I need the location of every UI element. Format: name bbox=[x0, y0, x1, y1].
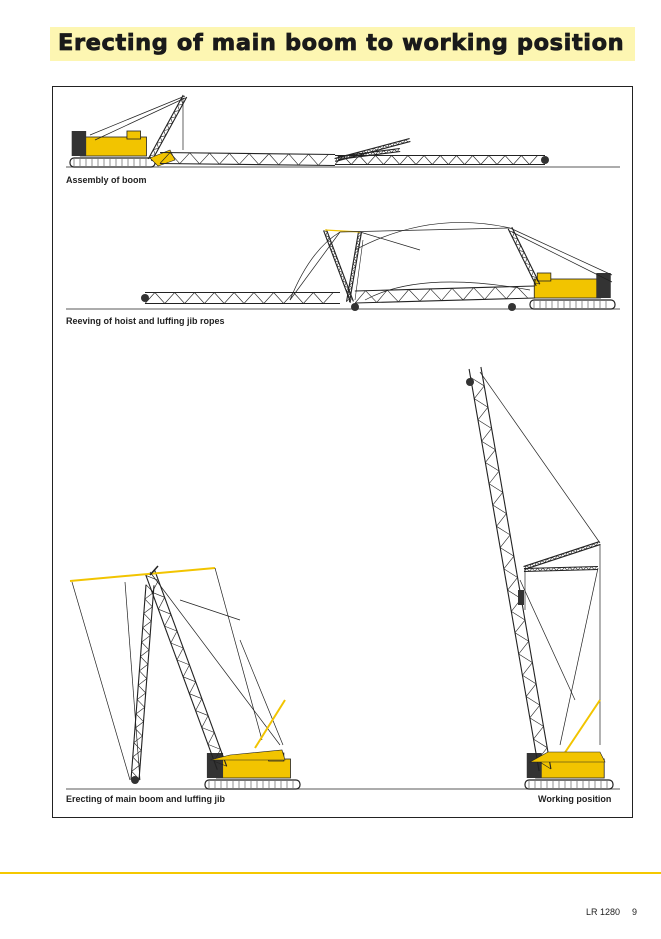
boom-section bbox=[144, 291, 340, 305]
counterweight bbox=[596, 273, 611, 298]
operator-cab bbox=[536, 272, 552, 282]
hook-block bbox=[131, 776, 139, 784]
counterweight bbox=[71, 131, 87, 156]
rope bbox=[94, 97, 186, 141]
rope bbox=[124, 581, 141, 781]
boom-section bbox=[354, 285, 536, 304]
mast bbox=[147, 94, 188, 162]
rope bbox=[179, 599, 241, 621]
a-frame bbox=[254, 699, 286, 749]
rope bbox=[71, 581, 131, 781]
upper-strut bbox=[523, 541, 601, 570]
crane-superstructure bbox=[79, 136, 147, 157]
page-title: Erecting of main boom to working positio… bbox=[58, 30, 625, 57]
rope bbox=[479, 371, 601, 544]
hook-block bbox=[351, 303, 359, 311]
mast bbox=[507, 226, 541, 287]
boom-section bbox=[159, 151, 336, 167]
jib-strut bbox=[337, 147, 401, 161]
caption-assembly: Assembly of boom bbox=[66, 175, 147, 185]
footer-rule bbox=[0, 872, 661, 874]
hook-block bbox=[508, 303, 516, 311]
boom-base bbox=[209, 749, 286, 761]
rope bbox=[214, 567, 263, 741]
rope bbox=[354, 239, 364, 301]
rope bbox=[509, 227, 613, 276]
crawler-track bbox=[524, 779, 614, 790]
illustration-frame bbox=[52, 86, 633, 818]
title-banner: Erecting of main boom to working positio… bbox=[50, 27, 635, 61]
hook-block bbox=[466, 378, 474, 386]
hook-block bbox=[541, 156, 549, 164]
rope bbox=[359, 231, 421, 251]
boom-section bbox=[334, 154, 545, 166]
page-number: 9 bbox=[632, 907, 638, 917]
caption-reeving: Reeving of hoist and luffing jib ropes bbox=[66, 316, 225, 326]
crawler-track bbox=[529, 299, 616, 310]
boom-base bbox=[528, 751, 606, 763]
rope bbox=[89, 95, 186, 136]
pulley bbox=[518, 590, 524, 605]
rope bbox=[149, 571, 281, 746]
jib-strut bbox=[69, 567, 216, 582]
operator-cab bbox=[126, 130, 141, 140]
hook-block bbox=[141, 294, 149, 302]
caption-working: Working position bbox=[538, 794, 612, 804]
rope bbox=[519, 579, 576, 701]
rope bbox=[339, 227, 511, 233]
a-frame bbox=[559, 699, 601, 761]
crawler-track bbox=[204, 779, 301, 790]
luffing-jib bbox=[130, 584, 155, 781]
main-boom bbox=[144, 570, 228, 770]
footer: LR 1280 9 bbox=[586, 907, 637, 917]
crawler-track bbox=[69, 157, 156, 168]
caption-erecting: Erecting of main boom and luffing jib bbox=[66, 794, 225, 804]
crane-superstructure bbox=[215, 758, 291, 779]
main-boom bbox=[468, 366, 552, 772]
counterweight bbox=[206, 753, 224, 778]
rope bbox=[559, 567, 599, 746]
rope bbox=[289, 231, 341, 301]
a-frame-strut bbox=[345, 231, 363, 303]
lower-strut bbox=[523, 565, 599, 573]
rope bbox=[511, 231, 613, 283]
rope bbox=[239, 639, 284, 746]
rope bbox=[289, 222, 531, 301]
crane-superstructure bbox=[533, 278, 601, 299]
model-name: LR 1280 bbox=[586, 907, 621, 917]
